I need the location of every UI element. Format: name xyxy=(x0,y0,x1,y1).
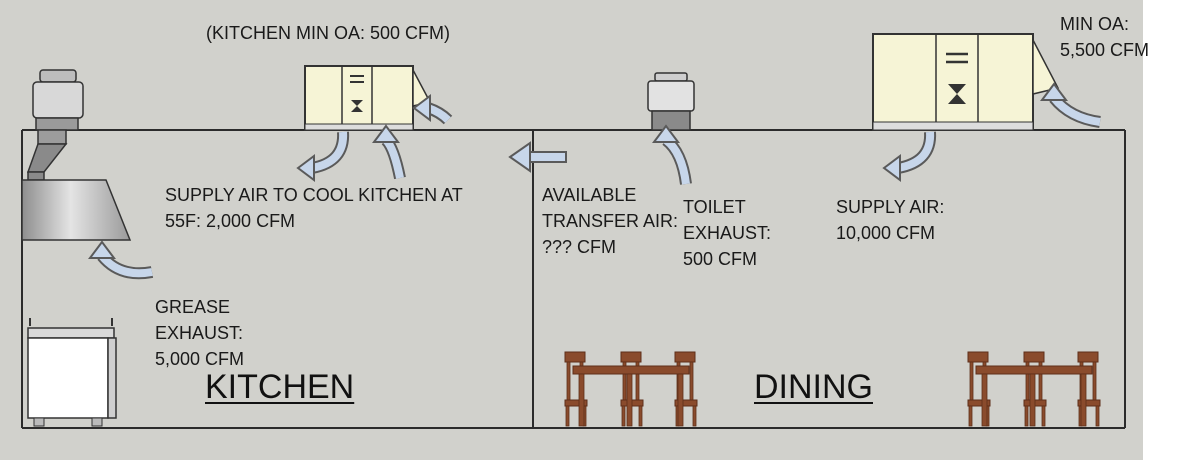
grease-exhaust-duct xyxy=(26,129,68,181)
dining-table-set-right xyxy=(967,351,1101,427)
dining-tables xyxy=(564,351,1101,427)
kitchen-oa-intake-arrow xyxy=(412,94,453,125)
toilet-exhaust-arrow xyxy=(652,124,692,185)
kitchen-hood xyxy=(21,179,132,241)
transfer-air-arrow xyxy=(508,141,567,173)
toilet-exhaust-fan xyxy=(647,72,695,131)
kitchen-rooftop-unit xyxy=(304,65,432,131)
dining-rooftop-unit xyxy=(872,33,1060,131)
dining-room-label: DINING xyxy=(754,368,873,406)
kitchen-return-arrow xyxy=(372,124,406,180)
toilet-exhaust-label: TOILET EXHAUST: 500 CFM xyxy=(683,197,772,269)
dining-table-set-left xyxy=(564,351,698,427)
kitchen-supply-label: SUPPLY AIR TO COOL KITCHEN AT 55F: 2,000… xyxy=(165,185,463,231)
kitchen-min-oa-label: (KITCHEN MIN OA: 500 CFM) xyxy=(206,23,451,43)
cooking-range xyxy=(27,318,117,427)
grease-exhaust-label: GREASE EXHAUST: 5,000 CFM xyxy=(155,297,245,369)
transfer-air-label: AVAILABLE TRANSFER AIR: ??? CFM xyxy=(542,185,679,257)
dining-oa-intake-arrow xyxy=(1040,82,1101,128)
dining-supply-arrow xyxy=(882,131,937,182)
dining-min-oa-label: MIN OA: 5,500 CFM xyxy=(1060,14,1150,60)
grease-exhaust-arrow xyxy=(88,240,154,280)
dining-supply-label: SUPPLY AIR: 10,000 CFM xyxy=(836,197,945,243)
airflow-arrows xyxy=(88,82,1101,280)
kitchen-room-label: KITCHEN xyxy=(205,368,355,406)
grease-exhaust-fan xyxy=(32,69,84,131)
kitchen-supply-arrow xyxy=(296,131,350,182)
